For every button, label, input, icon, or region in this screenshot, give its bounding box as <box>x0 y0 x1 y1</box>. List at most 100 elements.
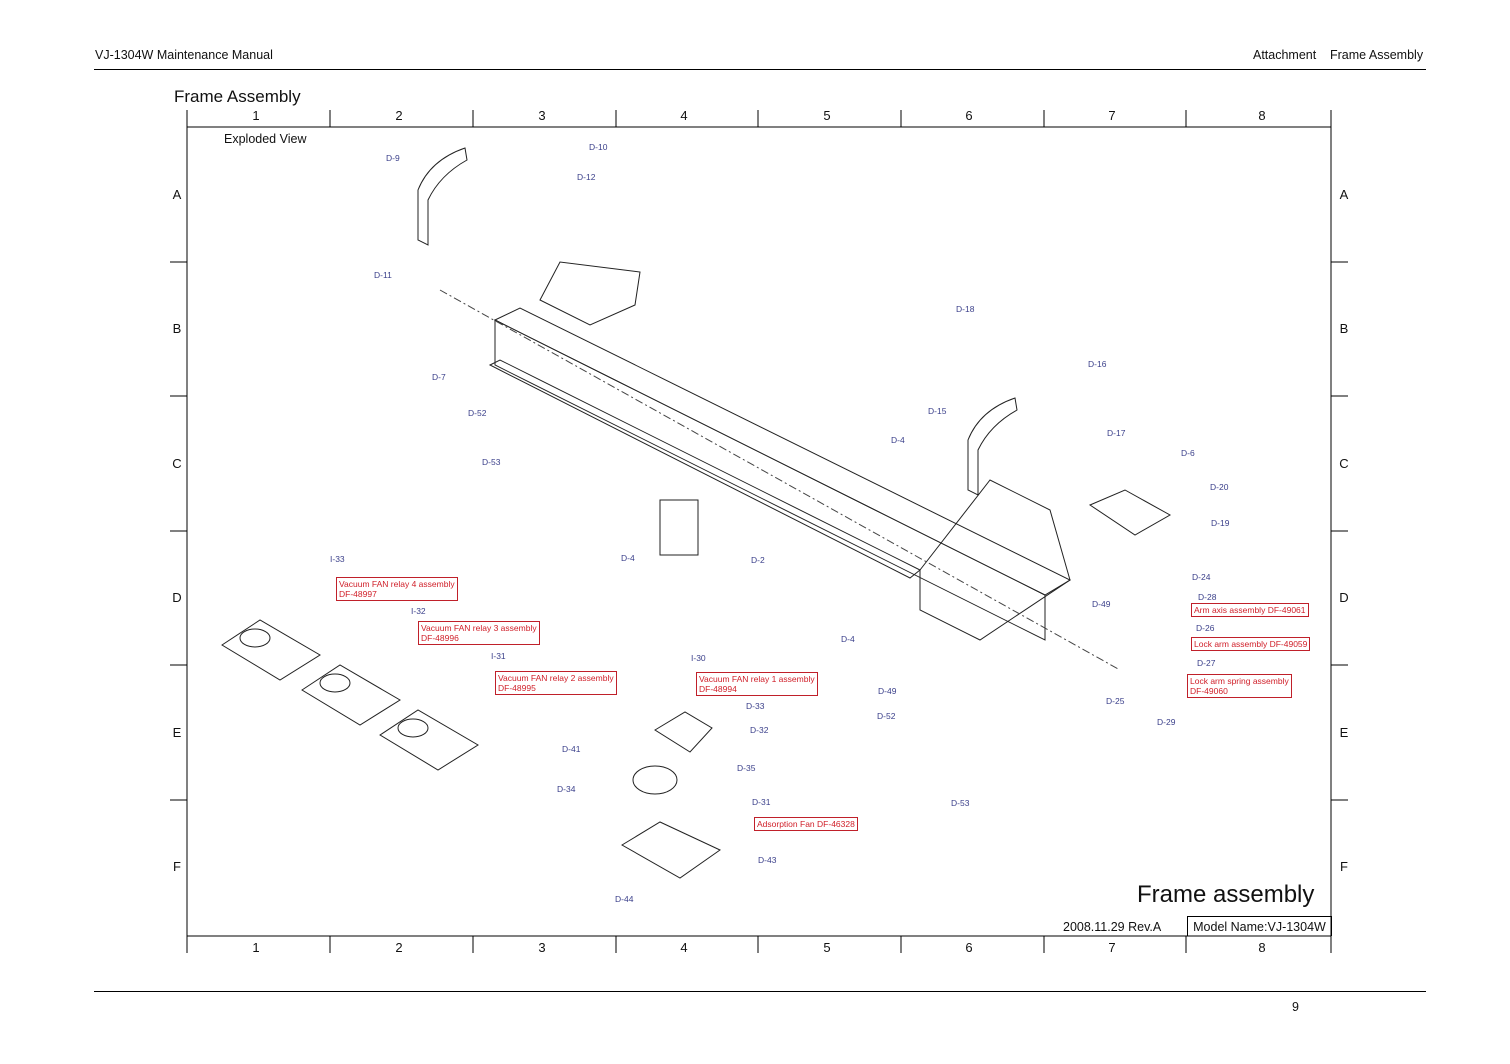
left-bracket <box>417 147 468 246</box>
part-label: D-33 <box>746 701 765 711</box>
adsorption-fan <box>632 765 678 795</box>
fan-housing <box>654 711 713 753</box>
grid-column-label: 5 <box>823 108 831 123</box>
callout-name: Vacuum FAN relay 4 assembly <box>339 579 455 589</box>
callout-name: Lock arm spring assembly <box>1190 676 1289 686</box>
part-label: D-12 <box>577 172 596 182</box>
callout-code: DF-48996 <box>421 633 459 643</box>
footer-rule <box>94 991 1426 992</box>
grid-row-label: F <box>173 859 181 874</box>
grid-column-label: 2 <box>395 108 403 123</box>
vacuum-fan <box>301 664 401 726</box>
fan-ring <box>319 673 351 693</box>
grid-row-label: D <box>172 590 182 605</box>
part-label: D-49 <box>878 686 897 696</box>
grid-column-label: 7 <box>1108 108 1116 123</box>
part-label: D-18 <box>956 304 975 314</box>
part-label: I-33 <box>330 554 345 564</box>
callout-code: DF-49059 <box>1269 639 1308 649</box>
grid-column-label: 3 <box>538 940 546 955</box>
part-label: D-15 <box>928 406 947 416</box>
main-frame-side <box>494 319 1046 641</box>
part-label: D-43 <box>758 855 777 865</box>
cover-plate <box>659 499 699 556</box>
grid-column-label: 3 <box>538 108 546 123</box>
callout-code: DF-48997 <box>339 589 377 599</box>
header-rule <box>94 69 1426 70</box>
callout-code: DF-49060 <box>1190 686 1228 696</box>
part-label: D-10 <box>589 142 608 152</box>
revision: 2008.11.29 Rev.A <box>1063 920 1162 934</box>
callout-code: DF-48995 <box>498 683 536 693</box>
callout-name: Vacuum FAN relay 2 assembly <box>498 673 614 683</box>
callout-box: Arm axis assembly DF-49061 <box>1191 603 1309 617</box>
vacuum-fan <box>221 619 321 681</box>
fan-ring <box>239 628 271 648</box>
part-label: D-53 <box>951 798 970 808</box>
grid-column-label: 6 <box>965 108 973 123</box>
grid-column-label: 8 <box>1258 940 1266 955</box>
part-label: D-16 <box>1088 359 1107 369</box>
figure-title: Frame Assembly <box>174 87 301 106</box>
part-label: D-20 <box>1210 482 1229 492</box>
part-label: I-30 <box>691 653 706 663</box>
part-label: D-27 <box>1197 658 1216 668</box>
grid-row-label: F <box>1340 859 1348 874</box>
grid-column-label: 1 <box>252 940 260 955</box>
callout-code: DF-48994 <box>699 684 737 694</box>
part-label: D-9 <box>386 153 400 163</box>
part-label: D-4 <box>621 553 635 563</box>
part-label: I-31 <box>491 651 506 661</box>
grid-column-label: 5 <box>823 940 831 955</box>
part-label: D-4 <box>841 634 855 644</box>
page-number: 9 <box>1292 1000 1299 1014</box>
grid-column-label: 8 <box>1258 108 1266 123</box>
part-label: D-49 <box>1092 599 1111 609</box>
part-label: D-41 <box>562 744 581 754</box>
part-label: D-52 <box>468 408 487 418</box>
part-label: D-17 <box>1107 428 1126 438</box>
callout-box: Adsorption Fan DF-46328 <box>754 817 858 831</box>
grid-column-label: 6 <box>965 940 973 955</box>
part-label: D-44 <box>615 894 634 904</box>
right-side-plate <box>919 479 1071 641</box>
figure-caption: Frame assembly <box>1137 881 1315 908</box>
grid-column-label: 4 <box>680 940 688 955</box>
grid-row-label: E <box>1339 725 1349 740</box>
part-label: D-28 <box>1198 592 1217 602</box>
part-label: D-7 <box>432 372 446 382</box>
callout-box: Lock arm assembly DF-49059 <box>1191 637 1311 651</box>
part-label: D-34 <box>557 784 576 794</box>
header-section: Attachment <box>1253 48 1317 62</box>
part-label: D-2 <box>751 555 765 565</box>
grid-column-label: 7 <box>1108 940 1116 955</box>
part-label: D-24 <box>1192 572 1211 582</box>
arm-bracket <box>1088 489 1172 536</box>
part-label: D-4 <box>891 435 905 445</box>
grid-column-label: 1 <box>252 108 260 123</box>
grid-row-label: B <box>1339 321 1349 336</box>
header-subsection: Frame Assembly <box>1330 48 1424 62</box>
manual-title: VJ-1304W Maintenance Manual <box>95 48 273 62</box>
part-label: D-19 <box>1211 518 1230 528</box>
grid-column-label: 4 <box>680 108 688 123</box>
grid-row-label: C <box>172 456 182 471</box>
part-label: D-6 <box>1181 448 1195 458</box>
callout-code: DF-46328 <box>817 819 855 829</box>
part-label: D-53 <box>482 457 501 467</box>
part-label: I-32 <box>411 606 426 616</box>
right-bracket <box>967 397 1018 496</box>
part-label: D-52 <box>877 711 896 721</box>
callout-name: Vacuum FAN relay 1 assembly <box>699 674 815 684</box>
callout-code: DF-49061 <box>1267 605 1306 615</box>
callout-name: Arm axis assembly <box>1194 605 1266 615</box>
part-label: D-35 <box>737 763 756 773</box>
grid-row-label: A <box>1339 187 1349 202</box>
